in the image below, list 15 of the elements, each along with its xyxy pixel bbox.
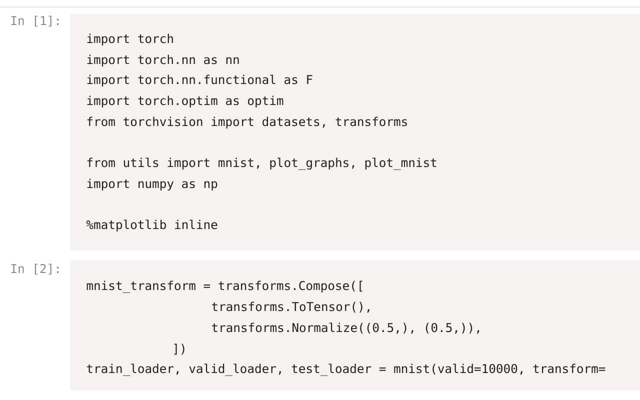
code-line: mnist_transform = transforms.Compose([ — [86, 280, 362, 293]
code-line: transforms.Normalize((0.5,), (0.5,)), — [212, 322, 480, 334]
code-line: train_loader, valid_loader, test_loader = mnist(valid=10000, transform= — [86, 364, 606, 376]
code-line: import torch.nn.functional as F — [87, 74, 312, 87]
code-line: from torchvision import datasets, transforms — [87, 116, 407, 129]
code-line: import torch.optim as optim — [87, 96, 284, 108]
code-line: ]) — [174, 344, 184, 355]
code-line: from utils import mnist, plot_graphs, plot_mnist — [87, 158, 436, 170]
code-line: import numpy as np — [87, 178, 218, 191]
cell-prompt: In [2]: — [11, 264, 58, 275]
code-line: import torch.nn as nn — [87, 54, 239, 67]
code-line: transforms.ToTensor(), — [212, 302, 370, 313]
code-line: import torch — [87, 34, 173, 46]
cell-prompt: In [1]: — [11, 16, 58, 27]
code-line: %matplotlib inline — [86, 220, 218, 232]
